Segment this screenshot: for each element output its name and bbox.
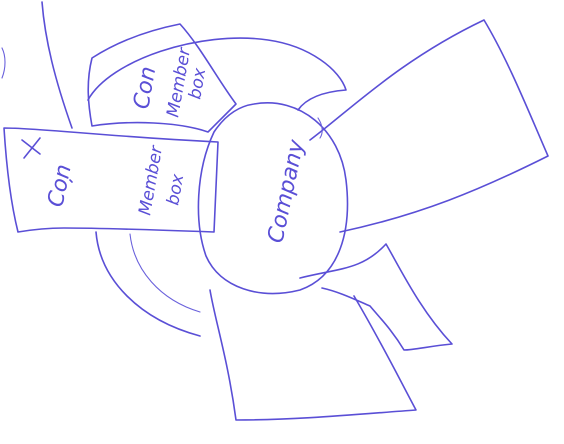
label-left-line2: Member (135, 144, 167, 217)
label-top-line1: Con (129, 65, 161, 111)
shape-inner-arc (130, 234, 200, 312)
label-top-line3: box (185, 66, 210, 101)
label-center-company: Company (263, 137, 309, 246)
label-left-line3: box (163, 172, 188, 207)
shape-outer-top (88, 38, 346, 110)
marker-in-left-box (22, 138, 40, 158)
shape-right-petal (310, 20, 548, 232)
shape-bottom-petal (210, 290, 416, 420)
stray-mark-left (2, 48, 5, 78)
label-left-line1: Con (43, 162, 76, 209)
scribble-right (318, 118, 322, 138)
edge-stroke-top-left (42, 2, 72, 128)
shape-lower-left-arc (96, 232, 200, 336)
